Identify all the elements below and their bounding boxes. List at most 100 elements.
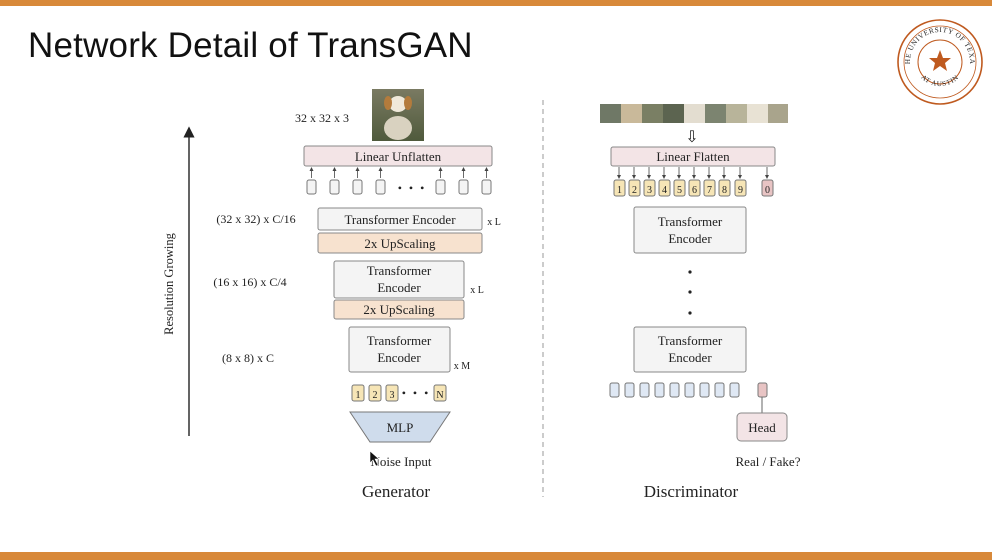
noise-input-label: Noise Input <box>370 454 431 469</box>
stage2-encoder-line2: Encoder <box>377 280 421 295</box>
stage3-repeat-label: x M <box>454 361 471 372</box>
stage2-resolution-label: (16 x 16) x C/4 <box>213 275 286 289</box>
top-accent-bar <box>0 0 992 6</box>
gen-output-token <box>458 179 469 195</box>
stage2-repeat-label: x L <box>470 285 484 296</box>
disc-input-token <box>658 179 671 197</box>
disc-output-token <box>609 382 620 398</box>
disc-input-token <box>643 179 656 197</box>
stage1-transformer-encoder-box <box>317 207 483 231</box>
stage3-encoder-line1: Transformer <box>367 333 432 348</box>
discriminator-label: Discriminator <box>644 482 739 501</box>
disc-input-token-label: 4 <box>662 185 667 196</box>
slide-title: Network Detail of TransGAN <box>28 26 473 65</box>
stack-dot-3 <box>688 311 692 315</box>
disc-encoder-bottom-line1: Transformer <box>658 333 723 348</box>
generator-input-tokens: 1 2 3 • • • N <box>351 384 447 402</box>
mouse-cursor-icon <box>369 450 380 467</box>
image-patches-strip <box>600 104 788 123</box>
disc-input-token <box>613 179 626 197</box>
gen-token-1 <box>351 384 365 402</box>
stage1-resolution-label: (32 x 32) x C/16 <box>216 212 295 226</box>
upscaling-box-1 <box>317 232 483 254</box>
linear-unflatten-box <box>303 145 493 167</box>
seal-star-icon <box>929 50 951 71</box>
disc-input-token-label: 6 <box>692 185 697 196</box>
generator-output-tokens <box>306 167 492 195</box>
stage1-repeat-label: x L <box>487 217 501 228</box>
gen-token-1-label: 1 <box>356 390 361 401</box>
disc-transformer-encoder-top-box <box>633 206 747 254</box>
disc-output-token <box>714 382 725 398</box>
disc-input-token-label: 1 <box>617 185 622 196</box>
gen-token-3 <box>385 384 399 402</box>
gen-output-token <box>375 179 386 195</box>
disc-output-token <box>654 382 665 398</box>
disc-encoder-top-line1: Transformer <box>658 214 723 229</box>
disc-input-token <box>703 179 716 197</box>
disc-input-token <box>628 179 641 197</box>
stack-dot-1 <box>688 270 692 274</box>
disc-input-token <box>734 179 747 197</box>
gen-token-2-label: 2 <box>373 390 378 401</box>
disc-input-token-label: 8 <box>722 185 727 196</box>
disc-input-token-label: 9 <box>738 185 743 196</box>
gen-token-n-label: N <box>436 390 443 401</box>
mlp-block <box>349 411 451 443</box>
university-seal-logo: THE UNIVERSITY OF TEXAS AT AUSTIN <box>896 18 983 105</box>
disc-input-token <box>718 179 731 197</box>
gen-token-n <box>433 384 447 402</box>
mlp-label: MLP <box>387 420 414 435</box>
stage3-transformer-encoder-box <box>348 326 451 373</box>
linear-unflatten-label: Linear Unflatten <box>355 149 442 164</box>
disc-output-token <box>639 382 650 398</box>
disc-output-token <box>699 382 710 398</box>
gen-output-token <box>329 179 340 195</box>
output-image-size-label: 32 x 32 x 3 <box>295 111 349 125</box>
stage3-resolution-label: (8 x 8) x C <box>222 351 274 365</box>
gen-output-token <box>435 179 446 195</box>
generated-dog-image <box>372 89 424 141</box>
disc-input-token <box>688 179 701 197</box>
gen-token-dots: • • • <box>402 386 431 400</box>
disc-output-token <box>684 382 695 398</box>
disc-input-token-label: 0 <box>765 185 770 196</box>
linear-flatten-box <box>610 146 776 167</box>
gen-token-3-label: 3 <box>390 390 395 401</box>
disc-input-token <box>673 179 686 197</box>
stack-dot-2 <box>688 290 692 294</box>
gen-token-2 <box>368 384 382 402</box>
disc-input-token <box>761 179 774 197</box>
linear-flatten-label: Linear Flatten <box>656 149 730 164</box>
head-box <box>736 412 788 442</box>
stage2-encoder-line1: Transformer <box>367 263 432 278</box>
gen-output-token <box>481 179 492 195</box>
generator-output-dots: • • • <box>398 181 427 195</box>
upscaling-box-2 <box>333 299 465 320</box>
disc-output-token <box>624 382 635 398</box>
disc-output-token <box>729 382 740 398</box>
stage1-transformer-encoder-label: Transformer Encoder <box>344 212 456 227</box>
disc-input-token-label: 3 <box>647 185 652 196</box>
disc-transformer-encoder-bottom-box <box>633 326 747 373</box>
resolution-axis-label: Resolution Growing <box>162 232 176 334</box>
discriminator-output-tokens <box>609 382 740 398</box>
generator-label: Generator <box>362 482 430 501</box>
head-label: Head <box>748 420 776 435</box>
disc-encoder-bottom-line2: Encoder <box>668 350 712 365</box>
cls-output-token <box>757 382 768 398</box>
upscaling-label-1: 2x UpScaling <box>364 236 436 251</box>
disc-encoder-top-line2: Encoder <box>668 231 712 246</box>
upscaling-label-2: 2x UpScaling <box>363 302 435 317</box>
bottom-accent-bar <box>0 552 992 560</box>
disc-input-token-label: 7 <box>707 185 712 196</box>
gen-output-token <box>306 179 317 195</box>
stage3-encoder-line2: Encoder <box>377 350 421 365</box>
disc-output-token <box>669 382 680 398</box>
disc-input-token-label: 2 <box>632 185 637 196</box>
disc-input-token-label: 5 <box>677 185 682 196</box>
down-arrow-icon: ⇩ <box>685 129 698 146</box>
real-fake-output-label: Real / Fake? <box>736 454 801 469</box>
